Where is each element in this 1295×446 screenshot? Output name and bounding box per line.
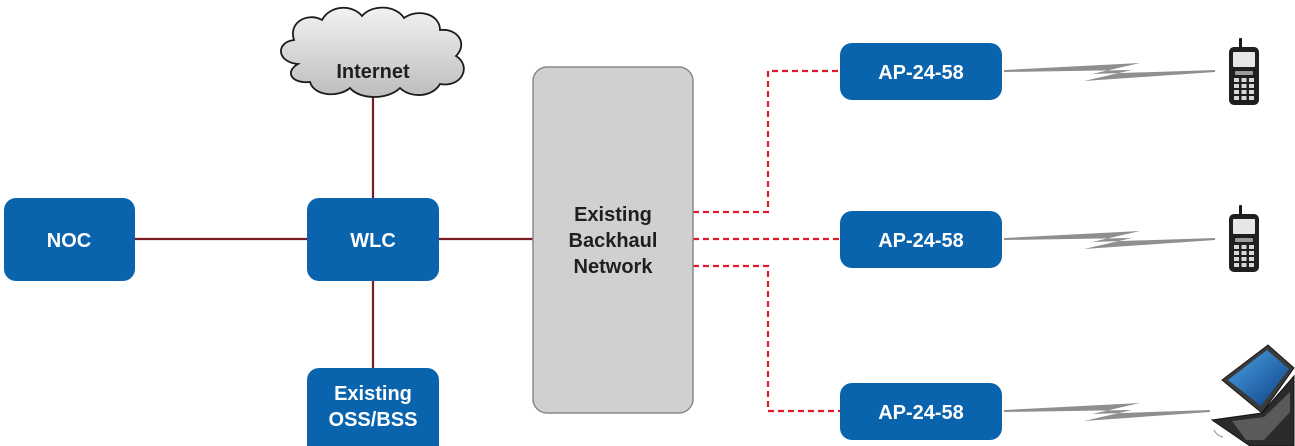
wireless-links xyxy=(1004,63,1215,421)
laptop-keyboard xyxy=(1232,392,1290,440)
ap-box xyxy=(840,211,1002,268)
noc-node: NOC xyxy=(4,198,135,281)
mobile-phone-icon xyxy=(1229,38,1259,105)
wireless-bolt-icon xyxy=(1004,403,1210,421)
wireless-bolt-icon xyxy=(1004,231,1215,249)
internet-cloud: Internet xyxy=(280,6,465,98)
ap-box xyxy=(840,43,1002,100)
ap-node-2: AP-24-58 xyxy=(840,211,1002,268)
laptop-screen xyxy=(1228,350,1289,406)
laptop-icon xyxy=(1210,344,1295,446)
backhaul-box xyxy=(532,66,694,414)
oss-bss-label-line-2: OSS/BSS xyxy=(329,409,418,431)
oss-bss-label-line-1: Existing xyxy=(334,383,412,405)
noc-box xyxy=(4,198,135,281)
laptop-wifi-mark xyxy=(1213,429,1224,438)
link-backhaul-ap-1 xyxy=(693,69,840,214)
backhaul-label-line-3: Network xyxy=(574,256,654,278)
backhaul-network-node: Existing Backhaul Network xyxy=(532,66,694,414)
ap-label: AP-24-58 xyxy=(878,62,964,84)
link-backhaul-ap-3 xyxy=(693,264,840,413)
wired-links xyxy=(135,92,533,370)
ap-node-3: AP-24-58 xyxy=(840,383,1002,440)
backhaul-label-line-2: Backhaul xyxy=(569,230,658,252)
oss-bss-box xyxy=(307,368,439,446)
backhaul-links xyxy=(693,69,840,413)
wlc-label: WLC xyxy=(350,230,396,252)
wireless-bolt-icon xyxy=(1004,63,1215,81)
mobile-phone-icon xyxy=(1229,205,1259,272)
oss-bss-node: Existing OSS/BSS xyxy=(307,368,439,446)
ap-box xyxy=(840,383,1002,440)
wlc-box xyxy=(307,198,439,281)
backhaul-label-line-1: Existing xyxy=(574,204,652,226)
noc-label: NOC xyxy=(47,230,91,252)
ap-node-1: AP-24-58 xyxy=(840,43,1002,100)
cloud-icon xyxy=(280,6,465,98)
ap-label: AP-24-58 xyxy=(878,230,964,252)
internet-label: Internet xyxy=(336,61,410,83)
wlc-node: WLC xyxy=(307,198,439,281)
ap-label: AP-24-58 xyxy=(878,402,964,424)
